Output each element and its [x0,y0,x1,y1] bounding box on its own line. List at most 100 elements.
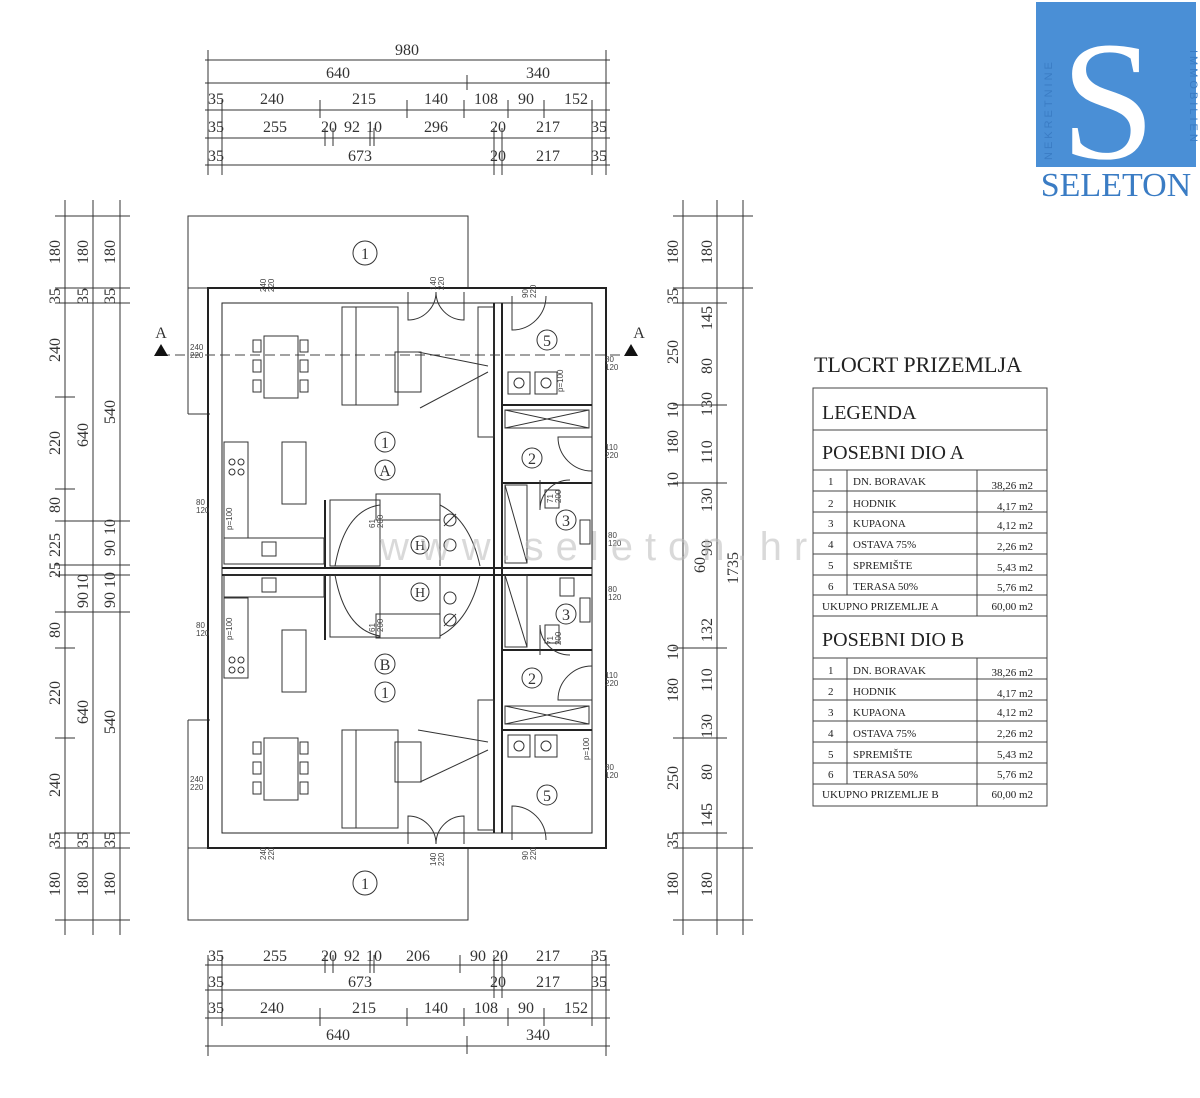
unit-label-a: A [379,463,391,480]
dim-label: 35 [591,119,607,136]
dim-label: 130 [699,488,716,512]
dim-label: 180 [75,240,92,264]
storage-shelf [504,409,590,429]
legend-a-row-name: OSTAVA 75% [853,539,916,551]
dim-label: 35 [102,288,119,304]
dim-label: 180 [665,678,682,702]
legend-title: TLOCRT PRIZEMLJA [814,352,1022,377]
dim-label: 10 [665,472,682,488]
dim-label: 80 [699,358,716,374]
sofa [341,306,399,406]
room-number-storage-b: 5 [543,788,551,805]
dim-label: 80 [47,497,64,513]
dim-label: 80 [699,764,716,780]
unit-a-doors [407,291,593,511]
dim-label: 180 [47,872,64,896]
opening-label: 71200 [546,631,563,645]
dim-label: 250 [665,340,682,364]
dim-label: 80 [47,622,64,638]
dim-label: 540 [102,710,119,734]
dim-label: 90 [470,948,486,965]
room-marker [410,582,430,602]
legend: TLOCRT PRIZEMLJA LEGENDA POSEBNI DI [812,352,1048,807]
dim-label: 35 [208,119,224,136]
sofa [341,729,399,829]
dim-label: 35 [665,832,682,848]
kitchen-island [281,629,307,693]
dim-label: 255 [263,948,287,965]
dim-label: 145 [699,803,716,827]
room-number-living-a: 1 [381,435,389,452]
dim-label: 240 [260,1000,284,1017]
legend-b-row-no: 2 [828,686,834,698]
room-marker [555,603,577,625]
legend-b-row-name: TERASA 50% [853,769,918,781]
dim-label: 180 [75,872,92,896]
dim-label: 90 [518,91,534,108]
tv-unit [477,306,495,438]
dim-label: 250 [665,766,682,790]
legend-a-row-name: KUPAONA [853,518,906,530]
dim-label: 92 [344,119,360,136]
kitchen-island [281,441,307,505]
dim-label: 215 [352,91,376,108]
dim-label: 145 [699,306,716,330]
dim-label: 140 [424,1000,448,1017]
legend-b-row-name: HODNIK [853,686,896,698]
opening-label: 71200 [546,489,563,503]
dim-label: 108 [474,91,498,108]
room-marker [555,509,577,531]
dimensions-right-labels: 180 35 250 10 180 10 60 132 10 180 250 3… [665,240,742,896]
dim-label: 20 [321,119,337,136]
logo-background [1036,2,1196,167]
legend-b-row-area: 5,76 m2 [997,769,1033,781]
legend-b-row-no: 5 [828,749,834,761]
terrace-labels: 1 1 [352,240,378,896]
dimensions-left-labels: 180 35 240 220 80 225 25 10 90 80 220 24… [47,240,119,896]
dim-label: 110 [699,440,716,463]
room-number-bath-a: 3 [562,513,570,530]
dim-total-depth: 1735 [725,552,742,584]
opening-label: p=100 [556,369,565,392]
dim-label: 35 [208,974,224,991]
legend-b-row-area: 4,12 m2 [997,707,1033,719]
legend-b-row-area: 38,26 m2 [991,667,1033,679]
room-marker [536,784,558,806]
room-marker [374,459,396,481]
opening-label: 61200 [368,618,385,632]
dim-label: 340 [526,65,550,82]
room-marker [536,329,558,351]
opening-label: p=100 [225,507,234,530]
dim-label: 10 [665,402,682,418]
room-marker [410,535,430,555]
dim-label: 35 [591,148,607,165]
legend-a-row-area: 5,43 m2 [997,562,1033,574]
legend-a-row-area: 2,26 m2 [997,541,1033,553]
room-number-living-b: 1 [381,685,389,702]
dim-label: 35 [665,288,682,304]
terrace-b-bottom [187,847,469,921]
legend-b-row-name: OSTAVA 75% [853,728,916,740]
room-number-hall-a: 2 [528,451,536,468]
outer-wall [207,287,607,849]
shower [504,484,528,564]
room-number-hall-b: 2 [528,671,536,688]
legend-a-row-name: DN. BORAVAK [853,476,926,488]
dim-label: 35 [208,148,224,165]
dim-label: 180 [102,872,119,896]
dim-label: 92 [344,948,360,965]
legend-a-row-name: SPREMIŠTE [853,560,913,572]
dim-label: 10 [366,948,382,965]
dim-label: 35 [47,288,64,304]
dim-label: 225 [47,533,64,557]
legend-a-row-no: 2 [828,498,834,510]
tv-unit [477,699,495,831]
dim-label: 130 [699,714,716,738]
dim-label: 35 [208,948,224,965]
dim-label: 206 [406,948,430,965]
legend-b-row-name: KUPAONA [853,707,906,719]
